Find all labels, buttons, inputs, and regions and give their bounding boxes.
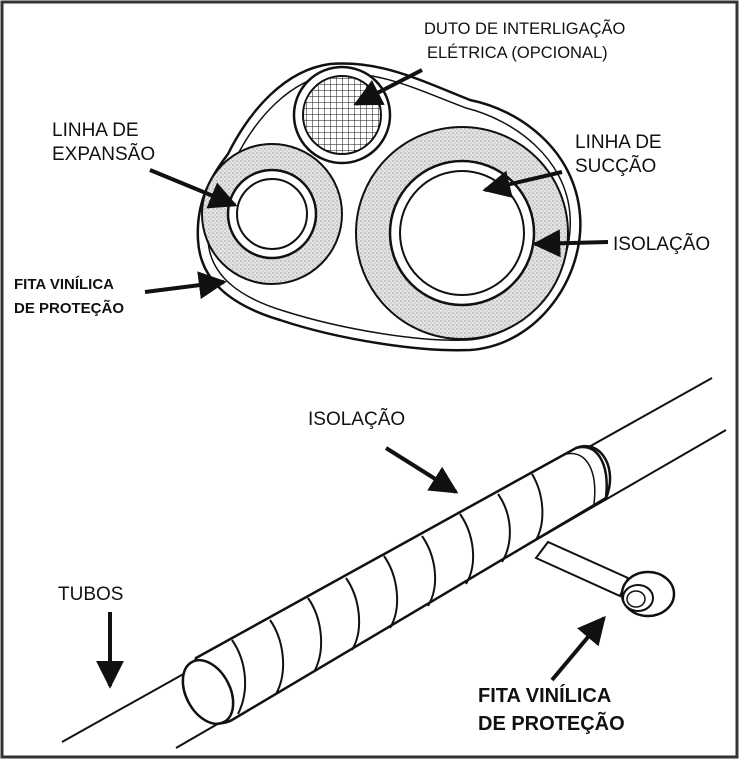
tubes-label: TUBOS	[58, 584, 123, 605]
suction-label-line1: LINHA DE	[575, 132, 662, 153]
expansion-label-line2: EXPANSÃO	[52, 143, 155, 165]
conduit-label-line2: ELÉTRICA (OPCIONAL)	[427, 43, 608, 62]
side-tape-label-line1: FITA VINÍLICA	[478, 684, 611, 707]
expansion-label-line1: LINHA DE	[52, 120, 139, 141]
insulation-end-right	[575, 445, 608, 499]
insulation-sleeve	[188, 444, 612, 725]
suction-label-line2: SUCÇÃO	[575, 155, 656, 177]
tape-label-line1: FITA VINÍLICA	[14, 276, 114, 293]
suction-arrow	[482, 170, 563, 198]
conduit-label-line1: DUTO DE INTERLIGAÇÃO	[424, 18, 626, 38]
side-insulation-label: ISOLAÇÃO	[308, 408, 405, 430]
conduit-arrow	[353, 68, 423, 106]
tape-wraps	[231, 473, 544, 715]
side-tape-label-line2: DE PROTEÇÃO	[478, 712, 625, 735]
conduit-wires	[302, 75, 382, 155]
side-tape-arrow	[550, 615, 606, 682]
suction-pipe-inner	[399, 170, 525, 296]
cross-section-view: DUTO DE INTERLIGAÇÃO ELÉTRICA (OPCIONAL)…	[14, 18, 710, 352]
tape-roll-core	[626, 590, 646, 608]
insulation-arrow	[532, 229, 609, 258]
tape-strip	[534, 540, 630, 598]
tape-arrow	[144, 271, 227, 300]
tape-label-line2: DE PROTEÇÃO	[14, 299, 124, 317]
expansion-arrow	[149, 168, 238, 209]
insulation-end-right-inner	[565, 452, 596, 505]
insulation-end-left	[181, 659, 235, 725]
insulation-label: ISOLAÇÃO	[613, 233, 710, 255]
side-view: ISOLAÇÃO TUBOS FITA VINÍLICA DE PROTEÇÃO	[58, 377, 727, 749]
expansion-pipe-inner	[236, 178, 308, 250]
side-insulation-arrow	[384, 446, 459, 494]
